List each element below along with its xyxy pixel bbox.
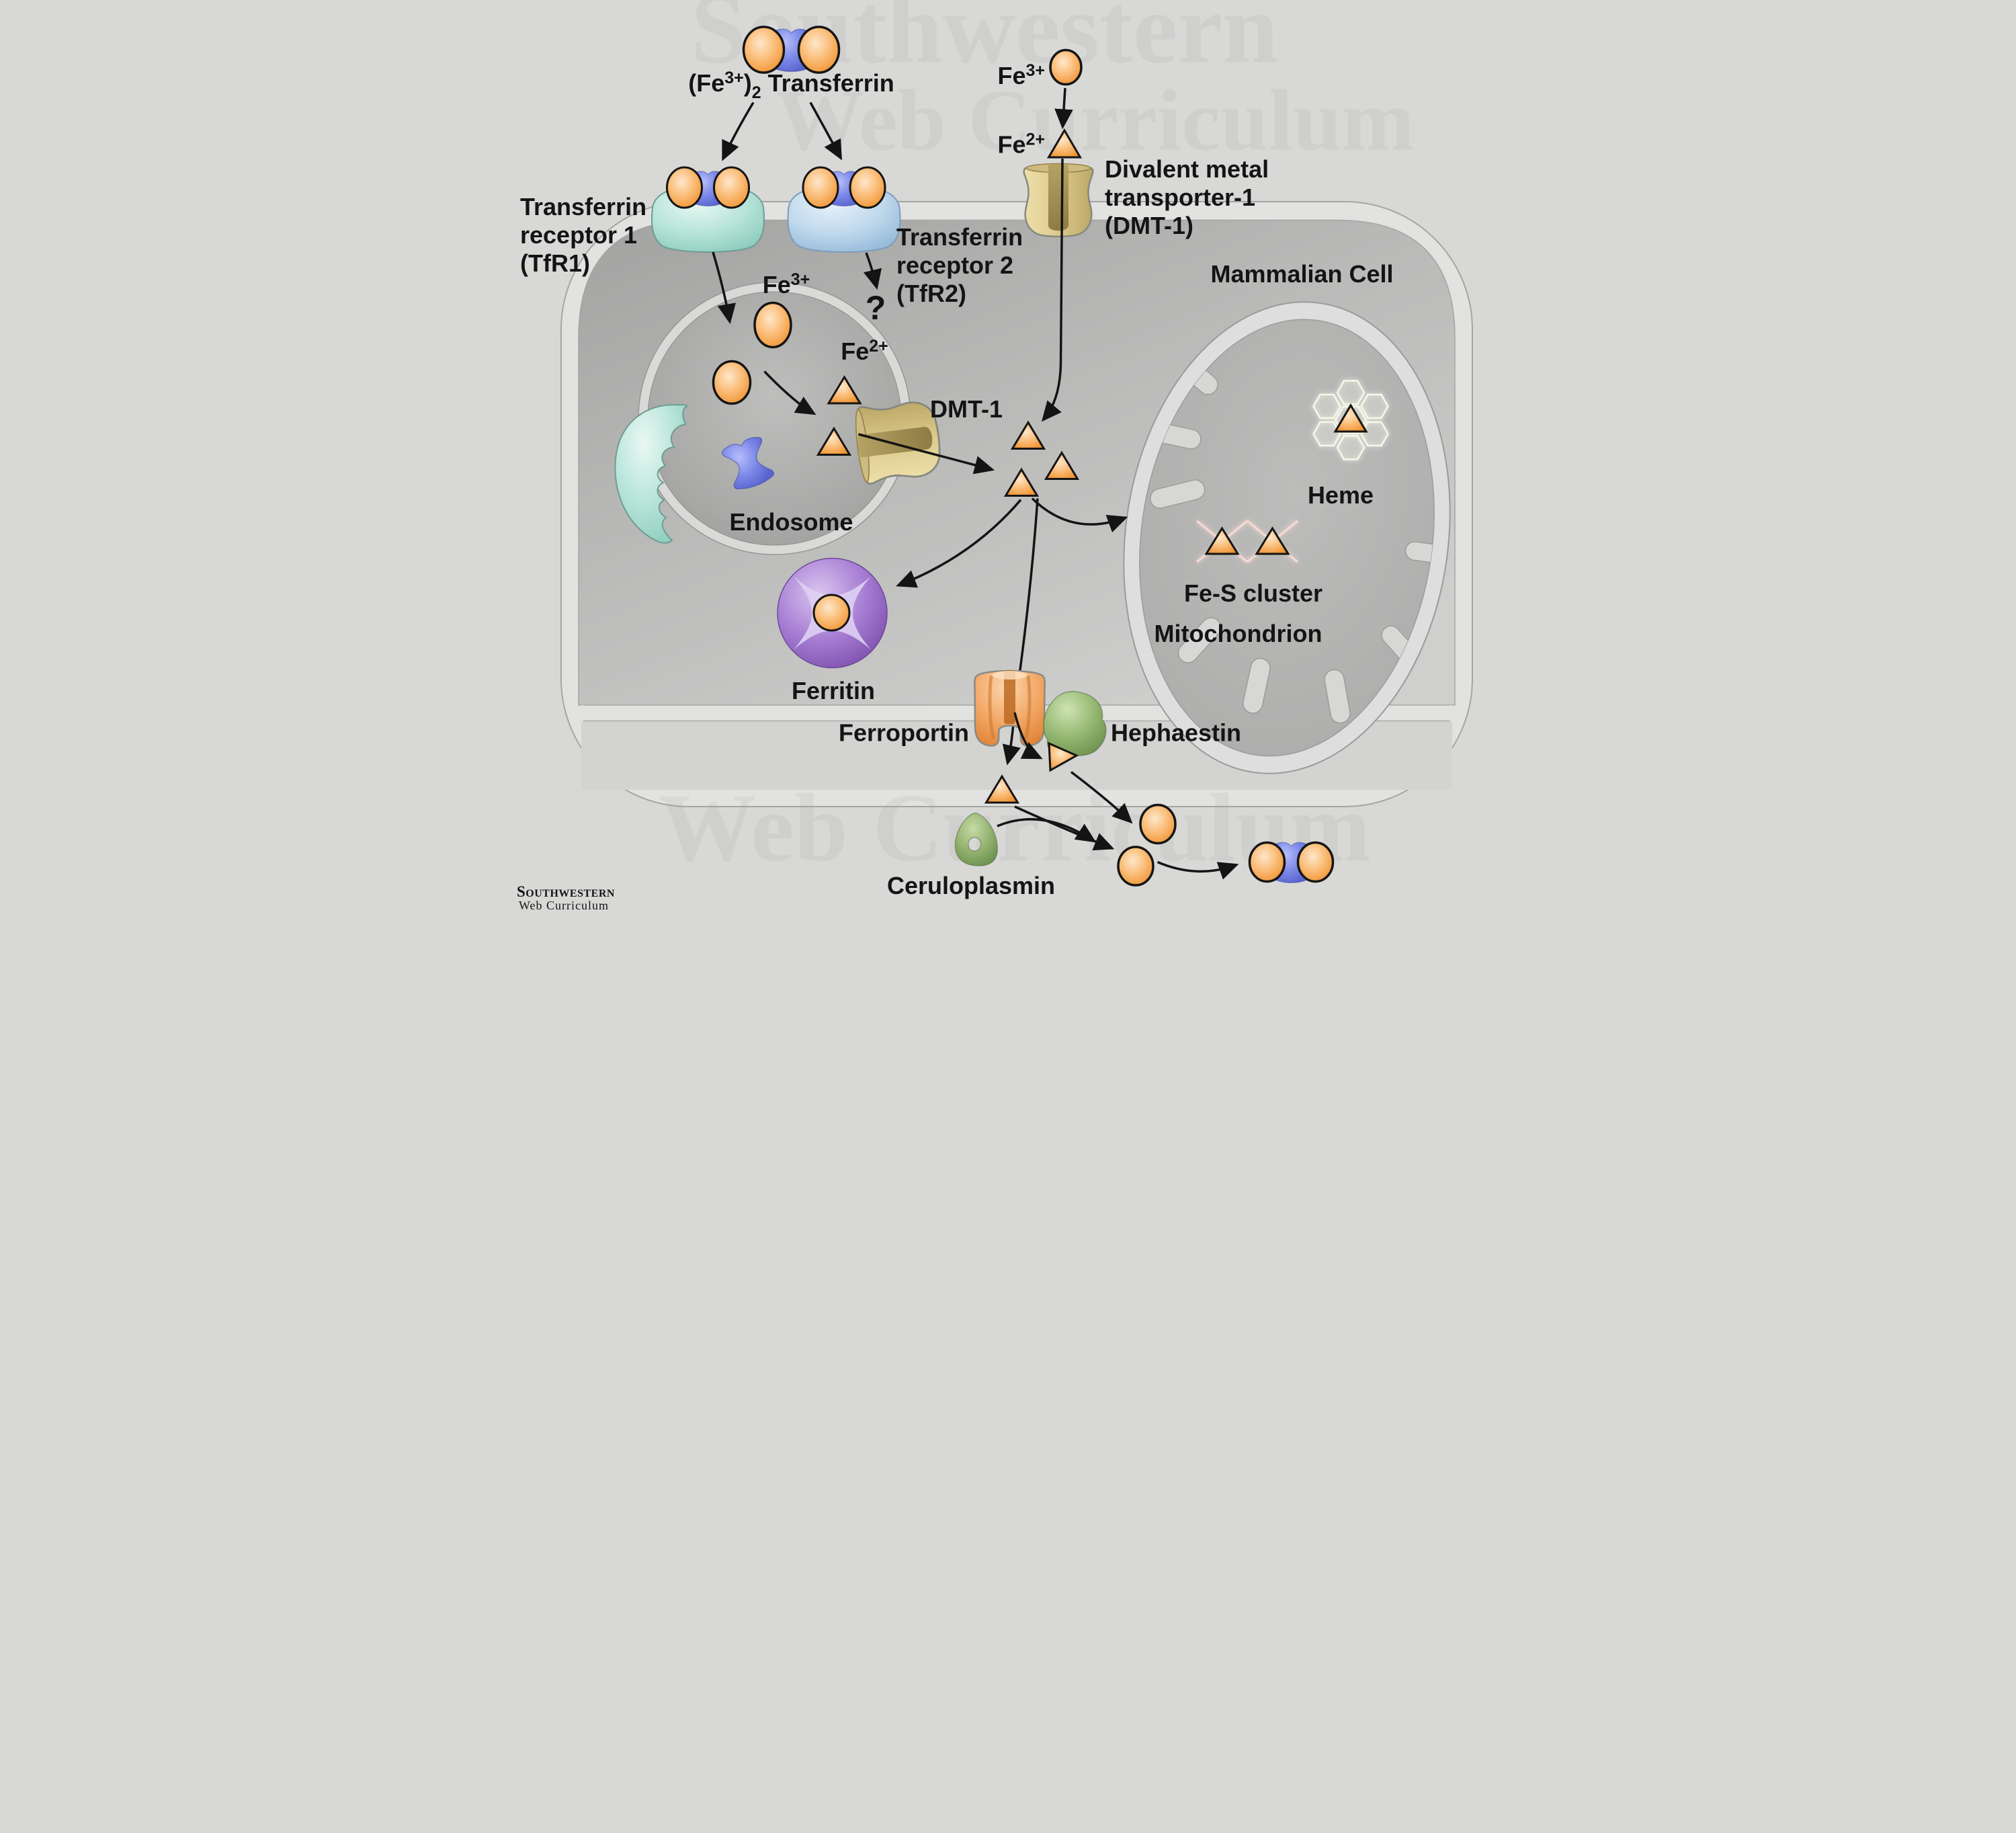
label-tfr2-line1: Transferrin bbox=[896, 223, 1023, 251]
label-transferrin-complex: (Fe3+)2 Transferrin bbox=[688, 69, 894, 102]
fe2-ion-endosome-1 bbox=[827, 375, 862, 405]
iron-metabolism-diagram: Southwestern Web Curriculum Web Curricul… bbox=[504, 0, 1512, 917]
dmt1-channel-endosome bbox=[851, 397, 945, 486]
fe3-ion-exported-2 bbox=[1117, 846, 1154, 887]
fe2-ion-extracellular bbox=[1046, 128, 1083, 159]
arrow-pool-to-mitochondrion bbox=[1031, 497, 1128, 533]
arrow-dmt1-to-iron-pool bbox=[1041, 158, 1064, 422]
label-tfr1-line1: Transferrin bbox=[520, 193, 646, 220]
heme-ring-icon bbox=[1312, 380, 1389, 460]
fe3-ion-extracellular bbox=[1049, 48, 1083, 86]
diagram-stage: Southwestern Web Curriculum Web Curricul… bbox=[504, 0, 1512, 917]
label-ferroportin: Ferroportin bbox=[839, 719, 969, 747]
arrow-tfr2-question bbox=[864, 252, 882, 290]
label-fe3-top: Fe3+ bbox=[997, 61, 1045, 89]
label-dmt1-line2: transporter-1 bbox=[1105, 184, 1255, 211]
arrow-fe3-to-fe2-endosome bbox=[763, 370, 816, 415]
watermark-row2: Web Curriculum bbox=[776, 73, 1415, 169]
label-tfr1-line3: (TfR1) bbox=[520, 249, 590, 277]
label-question-mark: ? bbox=[866, 289, 886, 327]
fes-cluster-icon bbox=[1195, 520, 1299, 563]
cleaved-tfr1-crescent bbox=[614, 404, 689, 544]
label-ceruloplasmin: Ceruloplasmin bbox=[887, 872, 1055, 899]
fe2-ion-exported bbox=[984, 774, 1020, 804]
label-ferritin: Ferritin bbox=[792, 677, 875, 704]
label-dmt1-line3: (DMT-1) bbox=[1105, 212, 1193, 239]
endosome-vesicle bbox=[638, 282, 911, 555]
arrow-fe3-to-fe2 bbox=[1054, 87, 1073, 130]
arrow-hephaestin-to-fe3 bbox=[1070, 771, 1133, 824]
arrow-endosome-dmt1-to-pool bbox=[858, 433, 995, 475]
label-fes-cluster: Fe-S cluster bbox=[1184, 579, 1322, 607]
label-heme: Heme bbox=[1308, 481, 1374, 509]
dmt1-channel bbox=[1023, 163, 1094, 238]
arrow-fe3-to-transferrin bbox=[1157, 860, 1239, 880]
ferritin-iron-core bbox=[812, 594, 851, 632]
label-dmt1-line1: Divalent metal bbox=[1105, 155, 1269, 183]
mitochondrion-organelle bbox=[1123, 301, 1455, 774]
arrow-tfr1-to-endosome bbox=[712, 251, 737, 325]
label-fe2-endosome: Fe2+ bbox=[841, 337, 888, 365]
cytosolic-iron-pool bbox=[1003, 420, 1080, 497]
reformed-transferrin-complex-icon bbox=[1248, 841, 1335, 883]
ferritin-sphere bbox=[777, 557, 888, 669]
label-tfr2-line2: receptor 2 bbox=[896, 251, 1013, 279]
fe2-ion-endosome-2 bbox=[816, 426, 852, 456]
logo-line1: Southwestern bbox=[517, 883, 615, 900]
ceruloplasmin-blob bbox=[954, 812, 998, 866]
label-tfr2-line3: (TfR2) bbox=[896, 280, 966, 307]
label-hephaestin: Hephaestin bbox=[1111, 719, 1241, 747]
arrow-pool-to-ferritin bbox=[896, 499, 1022, 588]
arrow-complex-to-tfr1 bbox=[722, 101, 755, 161]
transferrin-complex-icon bbox=[742, 26, 841, 74]
arrow-ferroportin-to-hephaestin bbox=[1013, 712, 1043, 760]
fe3-ion-exported-1 bbox=[1139, 803, 1177, 845]
fe3-ion-endosome-1 bbox=[753, 301, 792, 349]
southwestern-logo: Southwestern Web Curriculum bbox=[517, 883, 615, 912]
tfr1-receptor bbox=[650, 166, 765, 253]
arrow-complex-to-tfr2 bbox=[809, 101, 842, 161]
heme-iron-fe2-icon bbox=[1333, 403, 1368, 433]
endosome-contents bbox=[614, 301, 862, 544]
fe2-ion-at-hephaestin bbox=[1048, 741, 1079, 772]
label-mitochondrion: Mitochondrion bbox=[1154, 620, 1322, 647]
logo-line2: Web Curriculum bbox=[519, 899, 609, 912]
label-tfr1-line2: receptor 1 bbox=[520, 221, 637, 249]
label-mammalian-cell: Mammalian Cell bbox=[1210, 260, 1393, 288]
label-endosome: Endosome bbox=[729, 508, 853, 536]
arrow-fe2-to-fe3 bbox=[1014, 805, 1115, 851]
label-dmt1-endosome: DMT-1 bbox=[930, 395, 1003, 423]
label-fe3-endosome: Fe3+ bbox=[763, 270, 810, 298]
arrow-ceruloplasmin-action bbox=[997, 818, 1097, 843]
tfr2-receptor bbox=[787, 166, 901, 253]
fe3-ion-endosome-2 bbox=[712, 360, 752, 405]
label-fe2-top: Fe2+ bbox=[997, 130, 1045, 159]
ferroportin-channel bbox=[973, 669, 1046, 747]
